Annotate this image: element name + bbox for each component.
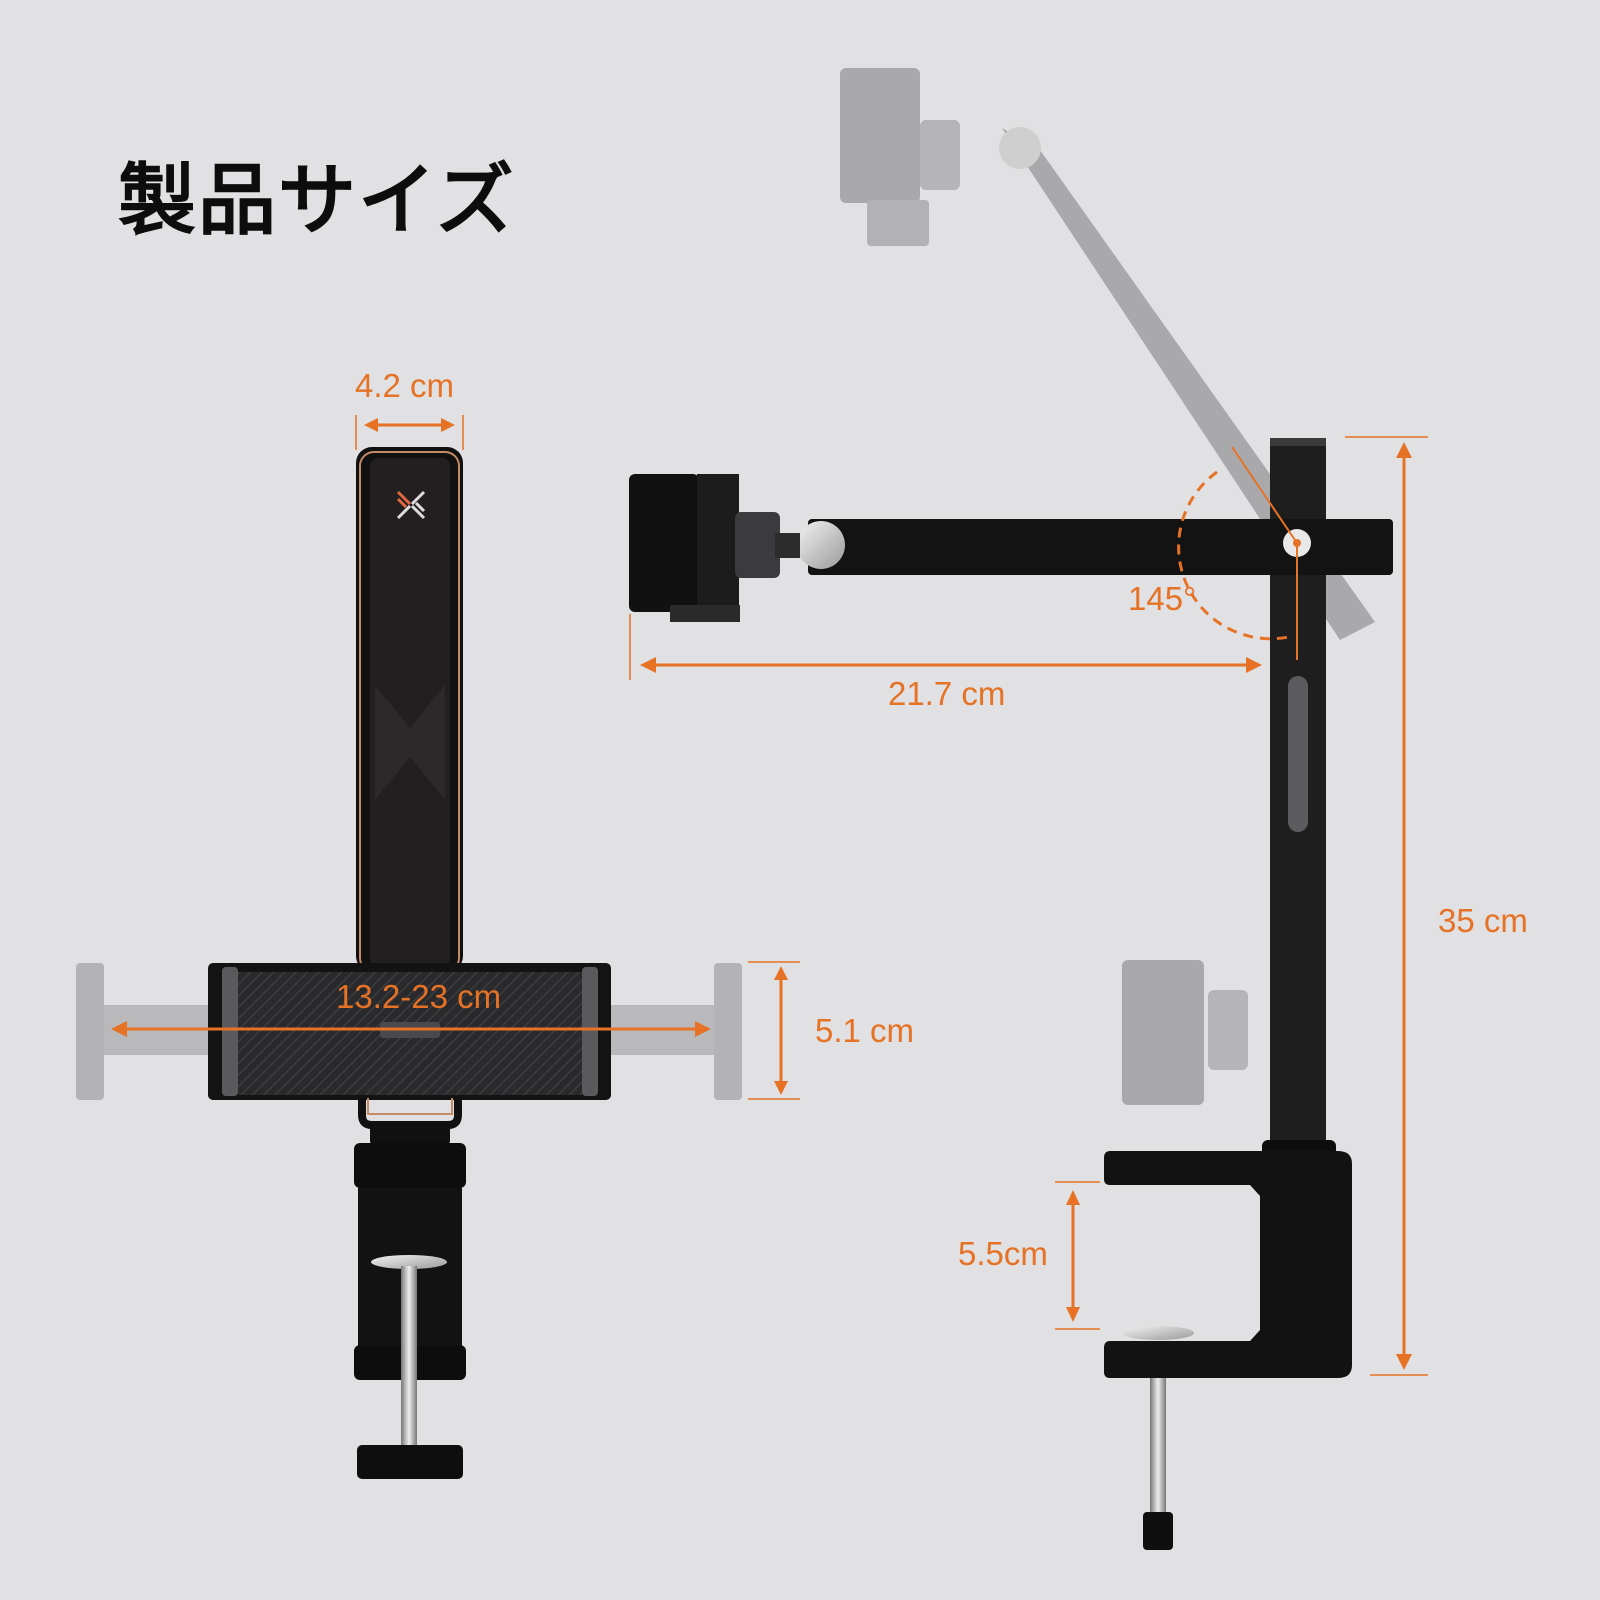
arm-length-label: 21.7 cm	[888, 675, 1006, 712]
side-dimension-lines	[629, 436, 1428, 1376]
ghost-left-grip	[76, 963, 104, 1100]
side-view-arm	[629, 68, 1393, 1550]
arm-angle-label: 145°	[1128, 580, 1197, 617]
holder-height-label: 5.1 cm	[815, 1012, 915, 1049]
holder-width-label: 13.2-23 cm	[336, 978, 502, 1015]
page-title: 製品サイズ	[118, 156, 516, 246]
clamp-opening-label: 5.5cm	[958, 1235, 1048, 1272]
ghost-right-grip	[714, 963, 742, 1100]
top-width-label: 4.2 cm	[355, 367, 455, 404]
brand-logo-icon	[396, 490, 426, 520]
total-height-label: 35 cm	[1438, 902, 1528, 939]
front-view-holder	[76, 447, 742, 1479]
front-dimension-lines	[111, 415, 800, 1100]
